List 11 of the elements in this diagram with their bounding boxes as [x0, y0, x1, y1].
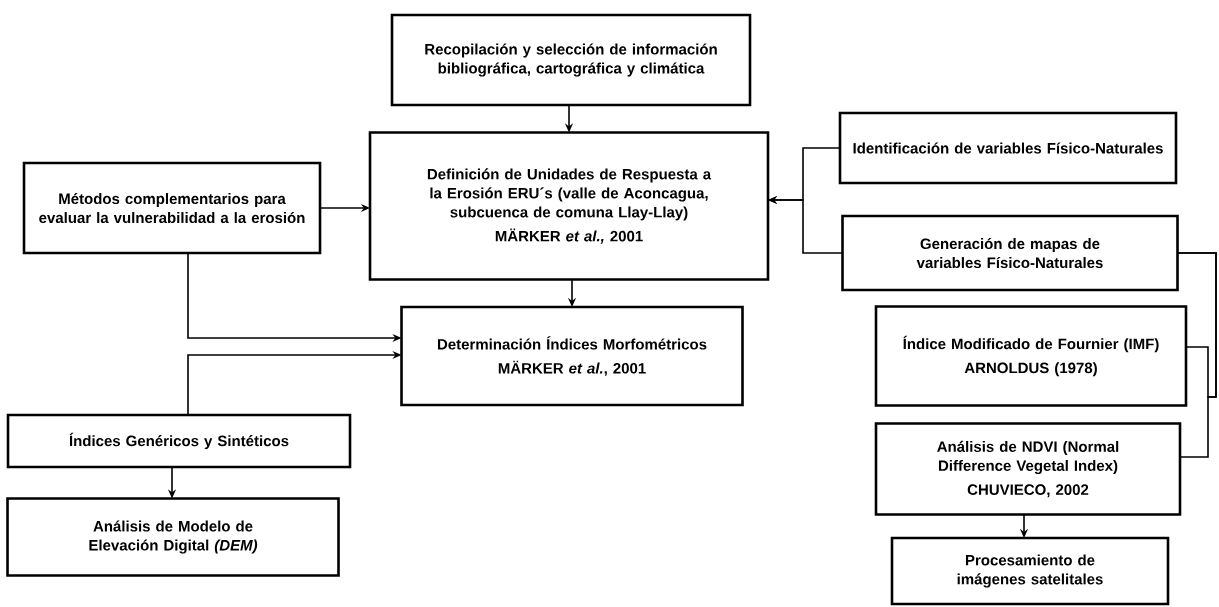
process-box: Índice Modificado de Fournier (IMF) ARNOLDUS (1978)	[874, 305, 1188, 407]
process-box: Generación de mapas de variables Físico-Naturales	[841, 214, 1179, 292]
process-box: Identificación de variables Físico-Naturales	[838, 111, 1178, 185]
process-box: Análisis de NDVI (Normal Difference Vegetal Index) CHUVIECO, 2002	[874, 422, 1182, 516]
process-box: Determinación Índices Morfométricos MÄRKER et al., 2001	[400, 305, 744, 407]
process-box: Análisis de Modelo de Elevación Digital (DEM)	[6, 497, 340, 577]
process-box: Métodos complementarios para evaluar la vulnerabilidad a la erosión	[22, 161, 322, 255]
process-box: Procesamiento de imágenes satelitales	[890, 536, 1170, 606]
process-box: Índices Genéricos y Sintéticos	[6, 413, 352, 469]
process-box: Recopilación y selección de información bibliográfica, cartográfica y climática	[390, 13, 752, 107]
process-box: Definición de Unidades de Respuesta a la Erosión ERU´s (valle de Aconcagua, subcuenca de comuna Llay-Llay) MÄRKER et al., 2001	[368, 131, 770, 281]
